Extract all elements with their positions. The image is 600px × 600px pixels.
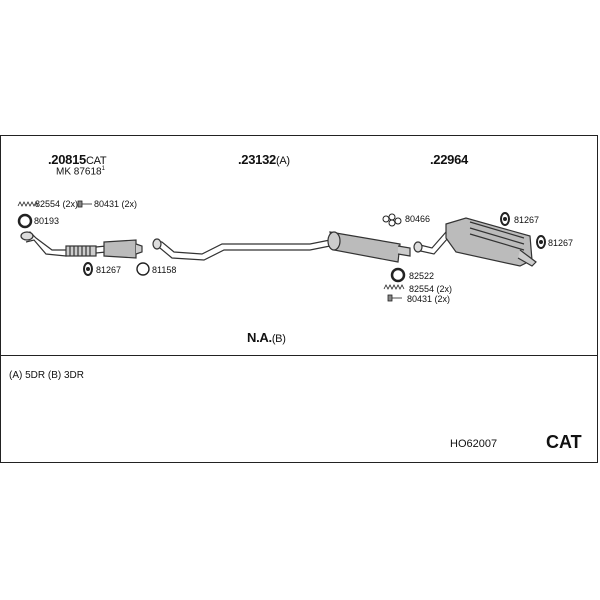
na-label: N.A.(B) — [247, 330, 286, 345]
rear-gasket-label: 82522 — [409, 271, 435, 281]
ring-icon — [136, 262, 150, 276]
rear-part-number: .22964 — [430, 152, 468, 167]
rear-silencer — [413, 217, 537, 267]
middle-ring-label: 81158 — [152, 265, 177, 275]
front-gasket-label: 80193 — [34, 216, 60, 226]
cat-part-number: .20815CAT — [48, 152, 107, 167]
spring-icon — [17, 201, 405, 290]
middle-pipe — [152, 231, 411, 263]
front-spring-label: 82554 (2x) — [35, 199, 79, 209]
rear-clamp-label-1: 81267 — [514, 215, 540, 225]
bolt-icon — [77, 200, 402, 302]
variants-legend: (A) 5DR (B) 3DR — [9, 370, 85, 381]
gasket-icon — [17, 213, 406, 283]
hanger-icon — [382, 213, 402, 227]
cat-alt-number: ΜK 876181 — [56, 166, 105, 178]
catalytic-converter-pipe — [20, 231, 143, 259]
front-clamp-label: 81267 — [96, 265, 122, 275]
rear-spring-label: 82554 (2x) — [409, 284, 453, 294]
cat-label: CAT — [546, 432, 582, 452]
middle-part-number: .23132(A) — [238, 152, 290, 167]
rear-bolt-label: 80431 (2x) — [407, 294, 451, 304]
front-bolt-label: 80431 (2x) — [94, 199, 138, 209]
clamp-icon — [83, 212, 546, 276]
hanger-label: 80466 — [405, 214, 431, 224]
section-divider — [0, 355, 598, 356]
rear-clamp-label-2: 81267 — [548, 238, 574, 248]
diagram-code: HO62007 — [450, 438, 498, 450]
diagram-frame — [0, 135, 598, 463]
